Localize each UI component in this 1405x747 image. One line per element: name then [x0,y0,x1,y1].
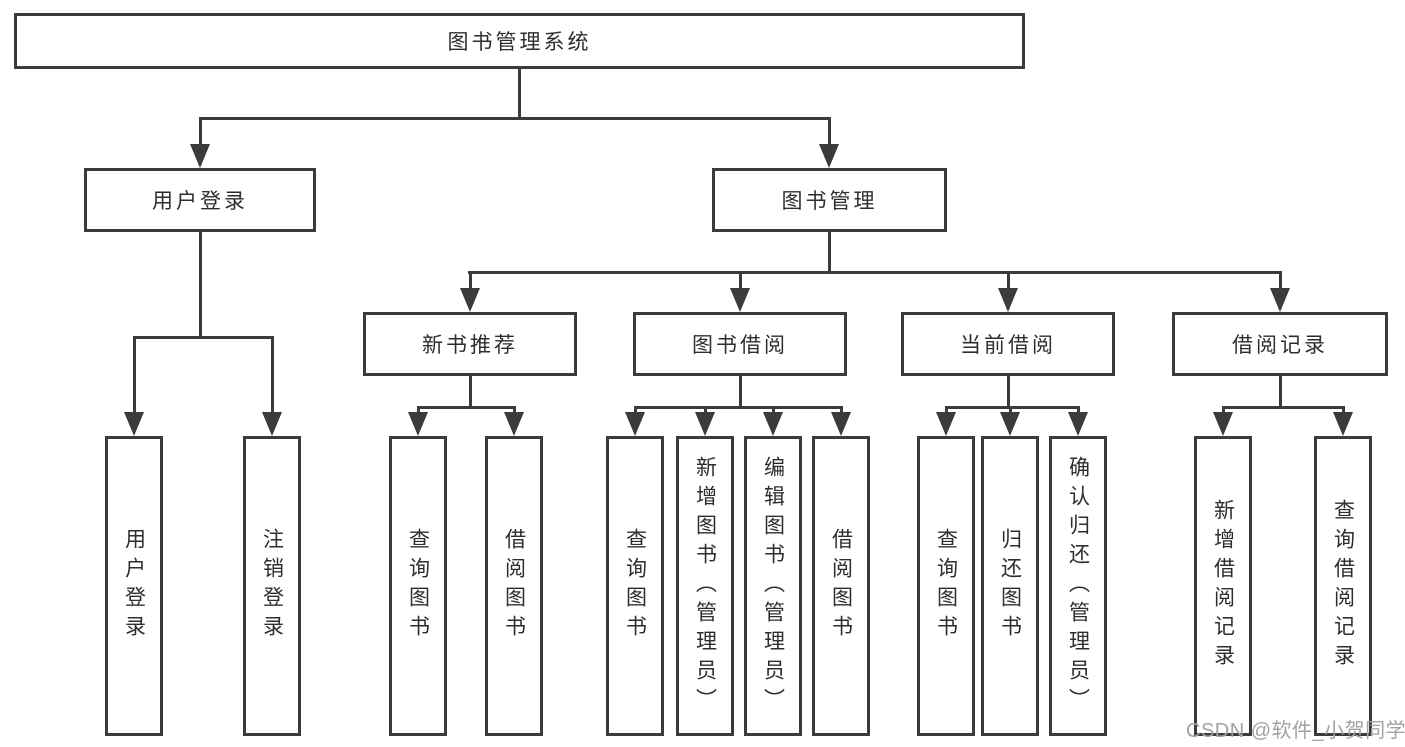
node-label: 图书管理系统 [447,31,592,54]
arrowhead-down [1213,412,1233,436]
arrowhead-down [1000,412,1020,436]
arrowhead-down [1068,412,1088,436]
node-library-management-system: 图书管理系统 [14,13,1025,69]
node-book-management: 图书管理 [712,168,947,232]
leaf-label: 用户登录 [122,528,146,644]
connector-line [739,376,742,406]
leaf-label: 查询图书 [623,528,647,644]
arrowhead-down [936,412,956,436]
connector-line [271,339,274,415]
leaf-label: 新增借阅记录 [1211,499,1235,673]
leaf-user-login: 用户登录 [105,436,163,736]
connector-line [1222,406,1345,409]
node-label: 用户登录 [152,190,248,213]
leaf-label: 新增图书（管理员） [693,455,717,717]
connector-line [518,69,521,117]
arrowhead-down [190,144,210,168]
leaf-query-books-current: 查询图书 [917,436,975,736]
leaf-logout: 注销登录 [243,436,301,736]
arrowhead-down [124,412,144,436]
node-label: 图书管理 [781,190,878,213]
csdn-watermark: CSDN @软件_小贺同学 [1186,720,1405,742]
leaf-add-book-admin: 新增图书（管理员） [676,436,734,736]
arrowhead-down [625,412,645,436]
leaf-edit-book-admin: 编辑图书（管理员） [744,436,802,736]
connector-line [469,274,472,290]
node-current-borrowing: 当前借阅 [901,312,1115,376]
leaf-label: 确认归还（管理员） [1066,455,1090,717]
connector-line [739,274,742,290]
leaf-label: 查询图书 [406,528,430,644]
leaf-query-borrow-record: 查询借阅记录 [1314,436,1372,736]
connector-line [417,406,516,409]
node-label: 图书借阅 [692,334,788,357]
node-user-login: 用户登录 [84,168,316,232]
connector-line [1007,376,1010,406]
leaf-label: 归还图书 [998,528,1022,644]
leaf-label: 查询图书 [934,528,958,644]
leaf-label: 借阅图书 [502,528,526,644]
leaf-label: 查询借阅记录 [1331,499,1355,673]
leaf-borrow-books-recommend: 借阅图书 [485,436,543,736]
connector-line [1279,376,1282,406]
node-label: 新书推荐 [422,334,518,357]
arrowhead-down [1270,288,1290,312]
connector-line [199,120,202,148]
node-label: 借阅记录 [1232,334,1328,357]
arrowhead-down [819,144,839,168]
connector-line [469,376,472,406]
connector-line [199,117,831,120]
arrowhead-down [460,288,480,312]
connector-line [634,406,843,409]
arrowhead-down [831,412,851,436]
leaf-label: 编辑图书（管理员） [761,455,785,717]
connector-line [828,232,831,271]
arrowhead-down [262,412,282,436]
arrowhead-down [998,288,1018,312]
leaf-query-books-recommend: 查询图书 [389,436,447,736]
connector-line [1007,274,1010,290]
arrowhead-down [695,412,715,436]
connector-line [945,406,1080,409]
node-label: 当前借阅 [960,334,1056,357]
leaf-query-books-borrow: 查询图书 [606,436,664,736]
connector-line [828,120,831,148]
connector-line [199,232,202,336]
leaf-borrow-books: 借阅图书 [812,436,870,736]
arrowhead-down [763,412,783,436]
connector-line [1279,274,1282,290]
leaf-label: 借阅图书 [829,528,853,644]
leaf-label: 注销登录 [260,528,284,644]
leaf-add-borrow-record: 新增借阅记录 [1194,436,1252,736]
connector-line [468,271,1282,274]
arrowhead-down [1333,412,1353,436]
node-book-borrowing: 图书借阅 [633,312,847,376]
connector-line [133,336,274,339]
arrowhead-down [408,412,428,436]
node-borrowing-records: 借阅记录 [1172,312,1388,376]
connector-line [133,339,136,415]
node-new-book-recommendation: 新书推荐 [363,312,577,376]
arrowhead-down [504,412,524,436]
leaf-return-books: 归还图书 [981,436,1039,736]
arrowhead-down [730,288,750,312]
leaf-confirm-return-admin: 确认归还（管理员） [1049,436,1107,736]
